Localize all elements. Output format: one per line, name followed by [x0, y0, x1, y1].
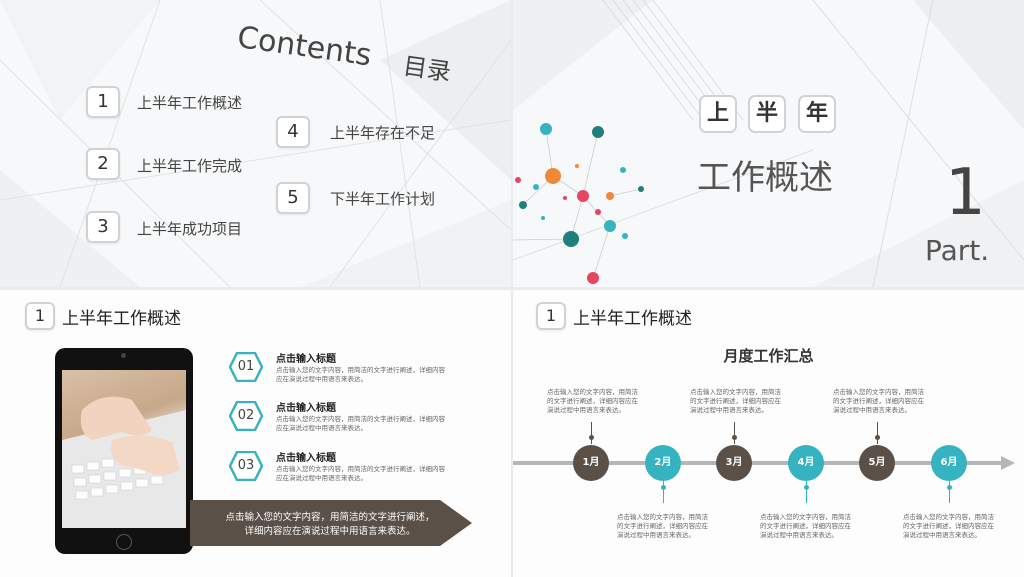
- arrow-text-line2: 详细内容应在演说过程中用语言来表达。: [244, 526, 416, 537]
- menu-number-2: 2: [86, 148, 120, 180]
- hexagon-badge-2: [229, 401, 263, 431]
- hexagon-number-3: 03: [237, 458, 255, 473]
- tablet-home-button: [116, 534, 132, 550]
- connector-dot-1: [589, 435, 594, 440]
- tablet-image: [55, 348, 193, 554]
- chart-title: 月度工作汇总: [723, 347, 814, 365]
- tablet-screen: [62, 370, 186, 528]
- slide-contents[interactable]: Contents 目录 1 上半年工作概述 2 上半年工作完成 3 上半年成功项…: [0, 0, 511, 287]
- menu-number-5: 5: [276, 182, 310, 214]
- menu-number-1: 1: [86, 86, 120, 118]
- connector-1: [591, 422, 592, 444]
- point-title-3: 点击输入标题: [276, 453, 336, 464]
- title-char-3: 年: [798, 95, 836, 133]
- connector-dot-5: [875, 435, 880, 440]
- connector-dot-4: [804, 485, 809, 490]
- month-node-1[interactable]: 1月: [573, 445, 609, 481]
- month-text-bottom-6: 点击输入您的文字内容，用简洁的文字进行阐述，详细内容应在演说过程中用语言来表达。: [903, 513, 994, 539]
- tablet-camera: [121, 353, 126, 358]
- slide-overview[interactable]: 1 上半年工作概述 01 点击输入标题 点击: [0, 290, 511, 577]
- hexagon-number-2: 02: [237, 408, 255, 423]
- section-title: 上半年工作概述: [62, 309, 181, 329]
- background-facets: [0, 0, 511, 287]
- menu-item-1[interactable]: 上半年工作概述: [137, 94, 243, 112]
- arrow-text-line1: 点击输入您的文字内容，用简洁的文字进行阐述，: [225, 512, 435, 523]
- month-node-4[interactable]: 4月: [788, 445, 824, 481]
- point-text-3: 点击输入您的文字内容，用简洁的文字进行阐述，详细内容应在演说过程中用语言来表达。: [276, 465, 445, 482]
- part-label: Part.: [925, 234, 990, 267]
- point-title-1: 点击输入标题: [276, 354, 336, 365]
- slide-monthly-summary[interactable]: 1 上半年工作概述 月度工作汇总 1月 2月 3月 4月 5月 6月 点击输入您…: [513, 290, 1024, 577]
- month-node-6[interactable]: 6月: [931, 445, 967, 481]
- part-subtitle: 工作概述: [697, 158, 833, 198]
- month-text-bottom-2: 点击输入您的文字内容，用简洁的文字进行阐述，详细内容应在演说过程中用语言来表达。: [617, 513, 708, 539]
- hexagon-badge-3: [229, 451, 263, 481]
- timeline-arrowhead: [1001, 456, 1015, 470]
- month-text-top-5: 点击输入您的文字内容，用简洁的文字进行阐述，详细内容应在演说过程中用语言来表达。: [833, 388, 924, 414]
- timeline-bar: [513, 461, 1003, 465]
- menu-number-4: 4: [276, 116, 310, 148]
- connector-3: [734, 422, 735, 444]
- point-text-2: 点击输入您的文字内容，用简洁的文字进行阐述，详细内容应在演说过程中用语言来表达。: [276, 415, 445, 432]
- arrow-banner: [190, 500, 472, 546]
- month-text-top-1: 点击输入您的文字内容，用简洁的文字进行阐述，详细内容应在演说过程中用语言来表达。: [547, 388, 638, 414]
- connector-dot-3: [732, 435, 737, 440]
- month-node-3[interactable]: 3月: [716, 445, 752, 481]
- hexagon-badge-1: [229, 352, 263, 382]
- network-dots-graphic: [513, 123, 644, 284]
- month-text-bottom-4: 点击输入您的文字内容，用简洁的文字进行阐述，详细内容应在演说过程中用语言来表达。: [760, 513, 851, 539]
- point-text-1: 点击输入您的文字内容，用简洁的文字进行阐述，详细内容应在演说过程中用语言来表达。: [276, 366, 445, 383]
- contents-title-cn: 目录: [401, 51, 453, 87]
- title-char-2: 半: [748, 95, 786, 133]
- section-title: 上半年工作概述: [573, 309, 692, 329]
- connector-6: [949, 481, 950, 503]
- hexagon-number-1: 01: [237, 359, 255, 374]
- menu-item-4[interactable]: 上半年存在不足: [330, 124, 436, 142]
- slide-part1[interactable]: 上 半 年 工作概述 1 Part.: [513, 0, 1024, 287]
- menu-item-5[interactable]: 下半年工作计划: [330, 190, 436, 208]
- menu-item-2[interactable]: 上半年工作完成: [137, 157, 243, 175]
- section-number: 1: [25, 302, 55, 330]
- connector-2: [663, 481, 664, 503]
- keyboard-typing-photo: [62, 396, 186, 528]
- menu-item-3[interactable]: 上半年成功项目: [137, 220, 243, 238]
- month-text-top-3: 点击输入您的文字内容，用简洁的文字进行阐述，详细内容应在演说过程中用语言来表达。: [690, 388, 781, 414]
- connector-4: [806, 481, 807, 503]
- background-facets: [513, 0, 1024, 287]
- menu-number-3: 3: [86, 211, 120, 243]
- connector-5: [877, 422, 878, 444]
- title-char-1: 上: [699, 95, 737, 133]
- connector-dot-6: [947, 485, 952, 490]
- section-number: 1: [536, 302, 566, 330]
- month-node-2[interactable]: 2月: [645, 445, 681, 481]
- part-number: 1: [945, 156, 986, 230]
- month-node-5[interactable]: 5月: [859, 445, 895, 481]
- connector-dot-2: [661, 485, 666, 490]
- point-title-2: 点击输入标题: [276, 403, 336, 414]
